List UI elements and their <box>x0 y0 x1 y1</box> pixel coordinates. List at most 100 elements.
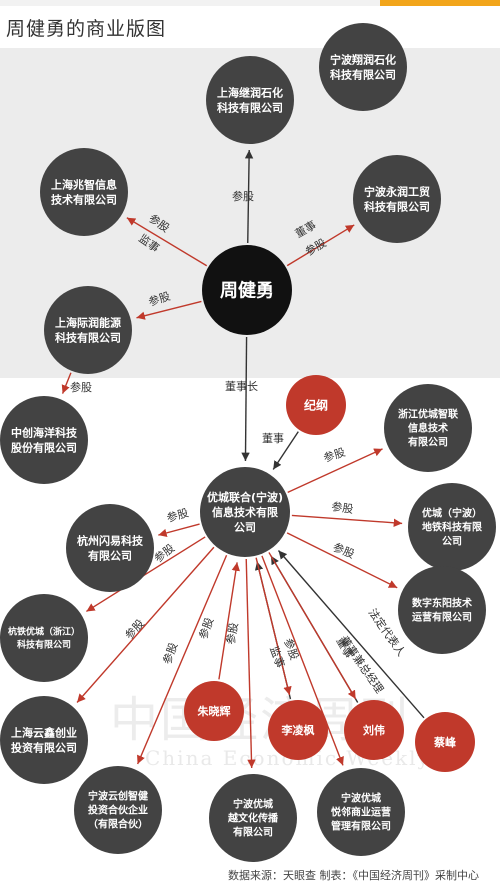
edge-youcheng-zj_youcheng <box>287 448 383 494</box>
edge-youcheng-youcheng_ditie <box>291 514 403 527</box>
edge-jigang-youcheng <box>272 431 299 470</box>
title-accent-bar <box>0 0 500 6</box>
edge-label-li_2: 参股 <box>223 621 241 645</box>
node-circle-xiangrun <box>319 23 407 111</box>
node-circle-center <box>202 245 292 335</box>
node-circle-youcheng <box>200 467 290 557</box>
edge-youcheng-hangzhou_shanyi <box>158 523 200 538</box>
node-circle-hangtie <box>0 594 88 682</box>
page-title: 周健勇的商业版图 <box>6 18 167 40</box>
node-label-zj_youcheng: 浙江优城智联信息技术有限公司 <box>398 408 458 449</box>
node-circle-youcheng_ditie <box>408 483 496 571</box>
node-label-hangtie: 杭铁优城（浙江）科技有限公司 <box>8 626 80 651</box>
node-center: 周健勇 <box>202 245 292 335</box>
node-label-yunchuang: 宁波云创智健投资合伙企业（有限合伙） <box>88 790 148 831</box>
node-circle-shuzi_dongyang <box>398 566 486 654</box>
edge-youcheng-yunxin <box>76 546 215 703</box>
node-youcheng_ditie: 优城（宁波）地铁科技有限公司 <box>408 483 496 571</box>
node-yongrun: 宁波永润工贸科技有限公司 <box>353 155 441 243</box>
edge-label-youcheng_hangzhou: 参股 <box>165 505 190 525</box>
edge-cai-youcheng <box>277 550 425 719</box>
edge-center-jirun_energy <box>136 300 202 320</box>
edge-zhu-youcheng <box>218 562 241 680</box>
node-jirun_energy: 上海际润能源科技有限公司 <box>44 286 132 374</box>
node-label-youcheng_ditie: 优城（宁波）地铁科技有限公司 <box>422 507 483 548</box>
node-label-yuewenhua: 宁波优城越文化传播有限公司 <box>227 798 279 839</box>
node-label-li: 李凌枫 <box>281 723 315 737</box>
edge-jirun_energy-zhongchuang <box>61 372 72 394</box>
node-label-jirun_energy: 上海际润能源科技有限公司 <box>55 315 121 344</box>
edge-youcheng-hangtie <box>85 536 206 613</box>
node-label-jigang: 纪纲 <box>304 397 328 412</box>
edge-label-cai_2: 董事兼总经理 <box>338 634 387 696</box>
node-yuewenhua: 宁波优城越文化传播有限公司 <box>209 774 297 862</box>
node-circle-jirun <box>206 56 294 144</box>
node-liu: 刘伟 <box>344 700 404 760</box>
node-label-hangzhou_shanyi: 杭州闪易科技有限公司 <box>77 533 144 562</box>
node-jirun: 上海继润石化科技有限公司 <box>206 56 294 144</box>
node-yunxin: 上海云鑫创业投资有限公司 <box>0 696 88 784</box>
node-youcheng: 优城联合(宁波)信息技术有限公司 <box>200 467 290 557</box>
node-circle-hangzhou_shanyi <box>66 504 154 592</box>
node-circle-cai <box>415 712 475 772</box>
node-label-zhu: 朱晓辉 <box>197 704 231 718</box>
node-circle-yunchuang <box>74 766 162 854</box>
edge-center-youcheng <box>241 336 250 462</box>
node-circle-yuewenhua <box>209 774 297 862</box>
edge-label-youcheng_yunxin: 参股 <box>122 616 147 642</box>
node-label-yongrun: 宁波永润工贸科技有限公司 <box>364 184 430 213</box>
edge-center-yongrun <box>286 224 355 267</box>
edge-label-center_youcheng: 董事长 <box>225 380 258 393</box>
node-circle-jirun_energy <box>44 286 132 374</box>
edge-youcheng-liu <box>268 552 357 700</box>
node-zhaozhi: 上海兆智信息技术有限公司 <box>40 148 128 236</box>
edge-label-youcheng_zj: 参股 <box>322 445 347 465</box>
node-label-jirun: 上海继润石化科技有限公司 <box>217 85 283 114</box>
edge-label-youcheng_ditie: 参股 <box>331 499 355 516</box>
edge-label-jirun_energy_zhongchuang: 参股 <box>70 380 92 394</box>
edge-youcheng-shuzi_dongyang <box>286 532 398 589</box>
node-li: 李凌枫 <box>268 700 328 760</box>
node-label-center: 周健勇 <box>220 279 274 301</box>
node-label-cai: 蔡峰 <box>433 735 457 749</box>
node-hangzhou_shanyi: 杭州闪易科技有限公司 <box>66 504 154 592</box>
node-label-yunxin: 上海云鑫创业投资有限公司 <box>11 725 77 754</box>
node-circle-zhaozhi <box>40 148 128 236</box>
edge-youcheng-yunchuang <box>136 554 228 765</box>
node-circle-zj_youcheng <box>384 384 472 472</box>
node-yuelin: 宁波优城悦邻商业运营管理有限公司 <box>317 768 405 856</box>
edge-label-jigang_youcheng: 董事 <box>262 432 284 445</box>
edge-label-youcheng_shuzi: 参股 <box>331 540 357 561</box>
edge-label-center_jirun: 参股 <box>232 189 254 203</box>
node-label-youcheng: 优城联合(宁波)信息技术有限公司 <box>207 490 283 534</box>
edge-label-zhu_1: 参股 <box>160 641 181 666</box>
node-circle-yunxin <box>0 696 88 784</box>
node-shuzi_dongyang: 数字东阳技术运营有限公司 <box>398 566 486 654</box>
node-zhu: 朱晓辉 <box>184 681 244 741</box>
node-label-liu: 刘伟 <box>363 723 385 737</box>
edge-center-jirun <box>244 149 254 244</box>
node-circle-jigang <box>286 375 346 435</box>
edge-youcheng-yuelin <box>261 555 344 766</box>
node-label-xiangrun: 宁波翔润石化科技有限公司 <box>330 52 396 81</box>
node-circle-liu <box>344 700 404 760</box>
node-yunchuang: 宁波云创智健投资合伙企业（有限合伙） <box>74 766 162 854</box>
node-circle-yuelin <box>317 768 405 856</box>
node-label-zhongchuang: 中创海洋科技股份有限公司 <box>11 425 78 454</box>
edge-youcheng-li <box>255 557 292 696</box>
edge-label-youcheng_hangtie: 参股 <box>151 541 177 566</box>
node-cai: 蔡峰 <box>415 712 475 772</box>
edge-center-zhaozhi <box>126 217 208 267</box>
edge-label-center_jirun_energy: 参股 <box>147 289 172 309</box>
node-circle-yongrun <box>353 155 441 243</box>
node-hangtie: 杭铁优城（浙江）科技有限公司 <box>0 594 88 682</box>
node-label-yuelin: 宁波优城悦邻商业运营管理有限公司 <box>331 792 391 833</box>
node-circle-zhu <box>184 681 244 741</box>
source-note: 数据来源：天眼查 制表：《中国经济周刊》采制中心 <box>228 869 479 882</box>
node-zhongchuang: 中创海洋科技股份有限公司 <box>0 396 88 484</box>
node-xiangrun: 宁波翔润石化科技有限公司 <box>319 23 407 111</box>
node-circle-zhongchuang <box>0 396 88 484</box>
node-label-zhaozhi: 上海兆智信息技术有限公司 <box>51 177 117 206</box>
